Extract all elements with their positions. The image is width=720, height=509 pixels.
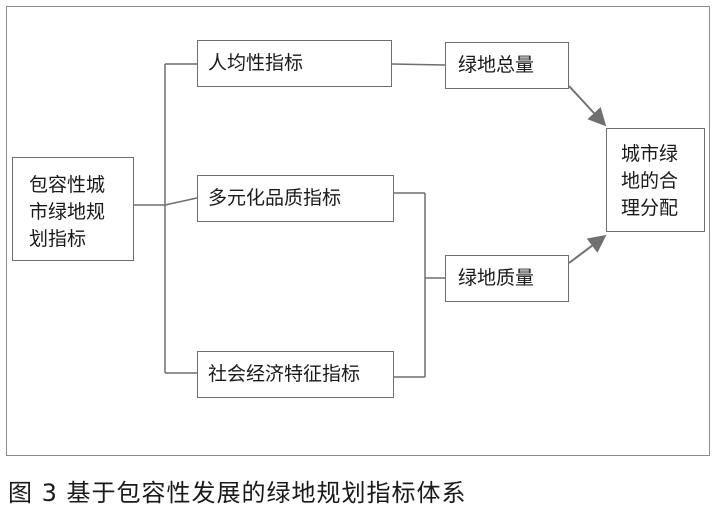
result-line-1: 城市绿 bbox=[621, 143, 679, 165]
output-label: 绿地质量 bbox=[458, 267, 535, 289]
result-line-2: 地的合 bbox=[621, 170, 679, 192]
root-node: 包容性城 市绿地规 划指标 bbox=[12, 157, 134, 261]
root-line-1: 包容性城 bbox=[29, 174, 106, 196]
indicator-per-capita: 人均性指标 bbox=[197, 40, 392, 87]
output-green-total: 绿地总量 bbox=[445, 42, 569, 89]
figure-caption: 图 3 基于包容性发展的绿地规划指标体系 bbox=[8, 479, 467, 507]
root-line-2: 市绿地规 bbox=[29, 201, 106, 223]
link-indicator-2 bbox=[164, 197, 198, 206]
output-green-quality: 绿地质量 bbox=[445, 255, 569, 302]
figure-frame bbox=[6, 6, 710, 456]
indicator-label: 多元化品质指标 bbox=[208, 187, 342, 209]
arrow-total-to-result bbox=[568, 85, 607, 127]
indicator-label: 人均性指标 bbox=[208, 52, 304, 74]
result-node: 城市绿 地的合 理分配 bbox=[606, 128, 705, 232]
link-total bbox=[391, 63, 446, 66]
indicator-label: 社会经济特征指标 bbox=[208, 363, 361, 385]
indicator-socioeconomic: 社会经济特征指标 bbox=[197, 351, 394, 398]
result-line-3: 理分配 bbox=[621, 197, 679, 219]
output-label: 绿地总量 bbox=[458, 54, 535, 76]
root-line-3: 划指标 bbox=[29, 228, 87, 250]
indicator-diversified-quality: 多元化品质指标 bbox=[197, 175, 394, 222]
arrow-quality-to-result bbox=[568, 234, 607, 264]
